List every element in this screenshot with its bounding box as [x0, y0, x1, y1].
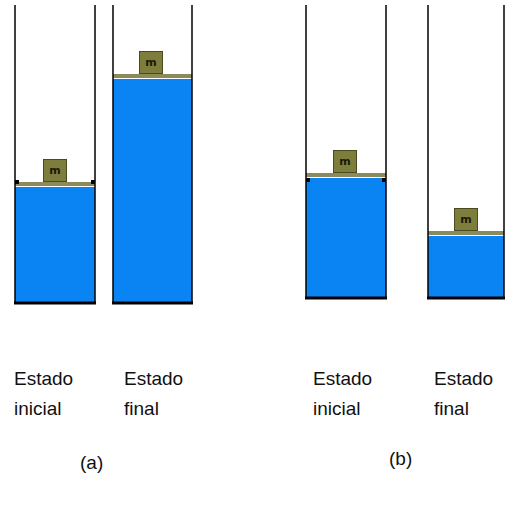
state-caption: Estado inicial	[14, 364, 73, 424]
cylinder	[427, 5, 505, 299]
piston	[15, 182, 95, 186]
piston	[113, 74, 192, 78]
mass-label: m	[339, 156, 350, 167]
liquid	[113, 79, 192, 303]
panel-letter: (b)	[389, 444, 412, 474]
cylinder	[14, 5, 96, 304]
mass-label: m	[145, 57, 156, 68]
state-caption: Estado final	[124, 364, 183, 424]
piston	[428, 231, 504, 235]
mass-block: m	[139, 51, 163, 74]
mass-block: m	[43, 159, 67, 182]
panel-letter: (a)	[80, 448, 103, 478]
stop	[91, 180, 95, 184]
mass-block: m	[454, 208, 478, 231]
cylinder	[112, 5, 193, 304]
cylinder	[305, 5, 387, 299]
state-caption: Estado final	[434, 364, 493, 424]
state-caption: Estado inicial	[313, 364, 372, 424]
stop	[382, 178, 386, 182]
mass-label: m	[460, 214, 471, 225]
mass-block: m	[333, 150, 357, 173]
liquid	[15, 187, 95, 303]
stop	[306, 178, 310, 182]
liquid	[306, 178, 386, 298]
liquid	[428, 236, 504, 298]
piston	[306, 173, 386, 177]
stop	[15, 180, 19, 184]
mass-label: m	[49, 165, 60, 176]
